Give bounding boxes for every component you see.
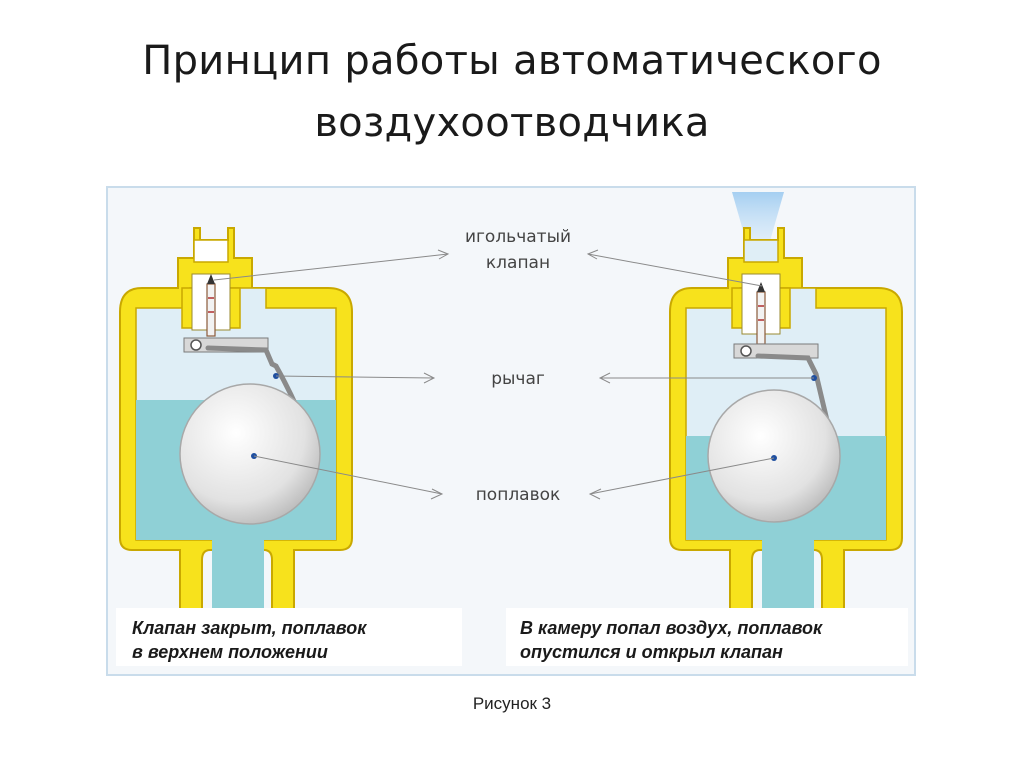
leader-float-right [589,457,775,495]
vent-left-needle-tip [207,274,215,284]
title-line-2: воздухоотводчика [314,100,710,146]
vent-left [119,227,353,621]
slide-title: Принцип работы автоматического воздухоот… [0,30,1024,154]
air-vent-diagram: игольчатый клапан рычаг поплавок Клапан … [116,192,908,666]
note-right-box [506,608,908,666]
vent-right-inlet-water [762,540,814,620]
title-line-1: Принцип работы автоматического [142,38,882,84]
leader-lines [213,249,814,500]
diagram-frame: игольчатый клапан рычаг поплавок Клапан … [106,186,916,676]
leader-needle-valve-right [587,253,763,287]
note-right-line1: В камеру попал воздух, поплавок [520,618,823,638]
vent-left-float [179,383,321,525]
vent-left-needle [206,283,216,337]
vent-left-inlet-water [212,540,264,620]
label-lever: рычаг [491,369,545,389]
note-left-line2: в верхнем положении [132,642,328,662]
note-right-line2: опустился и открыл клапан [520,642,783,662]
label-needle-valve-line2: клапан [486,253,550,273]
vent-right [669,192,903,621]
vent-right-needle [756,291,766,345]
label-needle-valve-line1: игольчатый [465,227,571,247]
leader-lever-left [275,375,435,379]
note-left-line1: Клапан закрыт, поплавок [132,618,367,638]
label-float: поплавок [476,485,561,505]
leader-float-left [253,455,443,495]
vent-right-needle-tip [757,282,765,292]
note-left-box [116,608,462,666]
vent-right-air-jet [732,192,784,262]
leader-needle-valve-left [213,253,449,281]
figure-caption: Рисунок 3 [472,694,552,713]
